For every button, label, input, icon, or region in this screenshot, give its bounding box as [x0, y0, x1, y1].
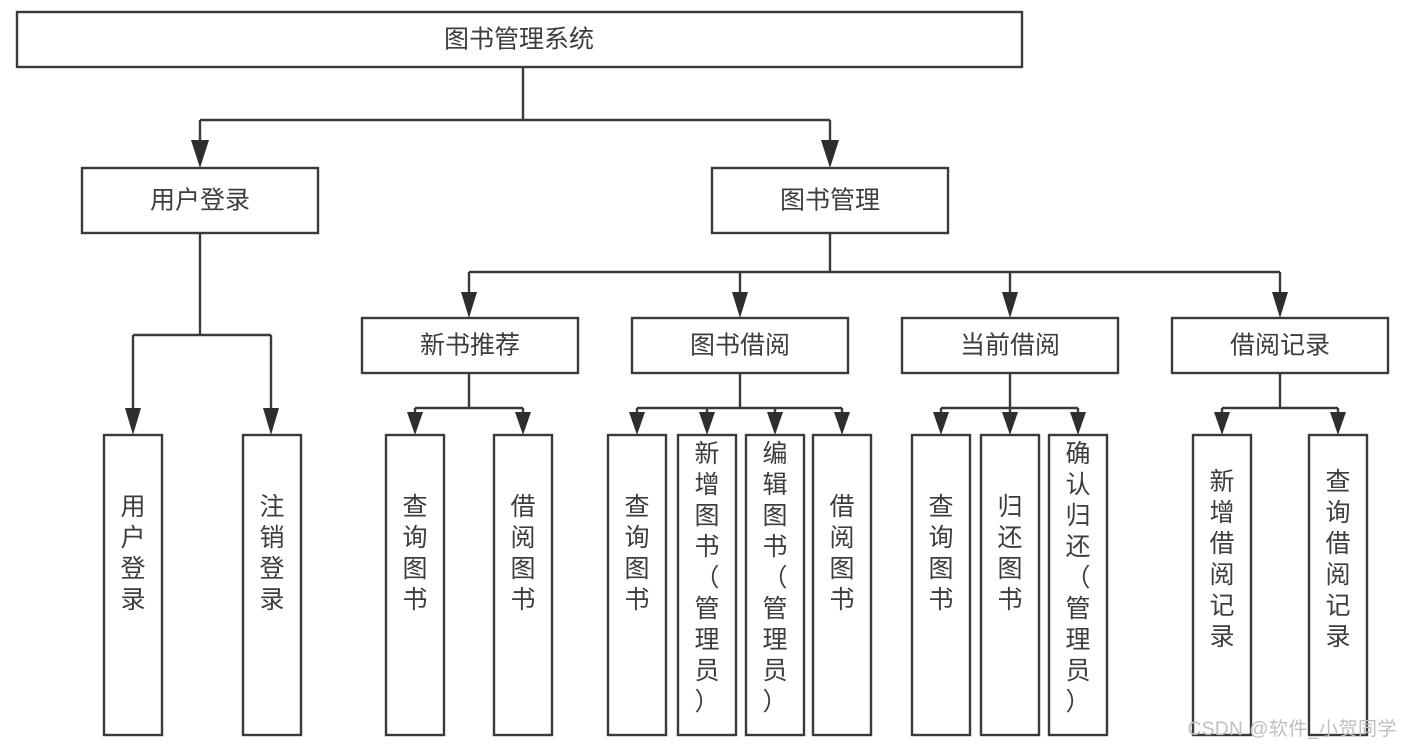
node-current-borrow-box[interactable] — [900, 316, 1120, 375]
node-user-login[interactable]: 用户登录 — [80, 166, 320, 235]
leaf-cb-return-book-box[interactable] — [979, 433, 1041, 737]
leaf-cb-return-book[interactable]: 归还图书 — [979, 433, 1041, 737]
leaf-bb-edit-book-box[interactable] — [744, 433, 806, 737]
node-borrow-records[interactable]: 借阅记录 — [1170, 316, 1390, 375]
arrowhead-bb-leaf1 — [629, 412, 645, 435]
connectors-borrow-records-to-leaves — [1214, 373, 1346, 435]
leaf-logout-box[interactable] — [241, 433, 303, 737]
arrowhead-nb-leaf1 — [407, 412, 423, 435]
node-book-borrow-box[interactable] — [630, 316, 850, 375]
node-root[interactable]: 图书管理系统 — [15, 10, 1024, 69]
node-book-borrow-label: 图书借阅 — [690, 332, 790, 360]
leaf-bb-edit-book[interactable]: 编辑图书（管理员） — [744, 433, 806, 737]
arrowhead-bb-leaf4 — [834, 412, 850, 435]
leaf-br-query-record[interactable]: 查询借阅记录 — [1307, 433, 1369, 737]
node-new-book-recommend-box[interactable] — [360, 316, 580, 375]
leaf-bb-query-book-box[interactable] — [606, 433, 668, 737]
node-book-manage-box[interactable] — [710, 166, 950, 235]
leaf-bb-add-book-box[interactable] — [676, 433, 738, 737]
arrowhead-bb-leaf3 — [767, 412, 783, 435]
leaf-nb-borrow-book-label: 借阅图书 — [510, 493, 535, 614]
arrowhead-new-book — [461, 292, 477, 318]
node-new-book-recommend-label: 新书推荐 — [420, 332, 520, 360]
node-root-box[interactable] — [15, 10, 1024, 69]
leaf-user-login-box[interactable] — [102, 433, 164, 737]
leaf-user-login-label: 用户登录 — [120, 493, 145, 614]
arrowhead-leaf-logout — [263, 408, 279, 435]
node-borrow-records-label: 借阅记录 — [1230, 332, 1330, 360]
arrowhead-bb-leaf2 — [699, 412, 715, 435]
arrowhead-user-login — [191, 140, 209, 168]
leaf-bb-query-book[interactable]: 查询图书 — [606, 433, 668, 737]
connectors-user-login-to-leaves — [125, 233, 279, 435]
leaf-nb-borrow-book[interactable]: 借阅图书 — [492, 433, 554, 737]
arrowhead-current-borrow — [1002, 292, 1018, 318]
leaf-cb-return-book-label: 归还图书 — [997, 493, 1022, 614]
arrowhead-cb-leaf2 — [1002, 412, 1018, 435]
leaf-bb-borrow-book[interactable]: 借阅图书 — [811, 433, 873, 737]
leaf-bb-add-book[interactable]: 新增图书（管理员） — [676, 433, 738, 737]
leaf-nb-query-book-label: 查询图书 — [402, 493, 427, 614]
leaf-br-add-record-box[interactable] — [1191, 433, 1253, 737]
arrowhead-borrow-records — [1272, 292, 1288, 318]
leaf-br-add-record-label: 新增借阅记录 — [1209, 468, 1234, 651]
arrowhead-cb-leaf1 — [933, 412, 949, 435]
connectors-book-borrow-to-leaves — [629, 373, 850, 435]
leaf-nb-query-book-box[interactable] — [384, 433, 446, 737]
leaf-br-query-record-label: 查询借阅记录 — [1325, 468, 1350, 651]
leaf-bb-add-book-label: 新增图书（管理员） — [694, 440, 719, 716]
node-borrow-records-box[interactable] — [1170, 316, 1390, 375]
leaf-cb-query-book[interactable]: 查询图书 — [910, 433, 972, 737]
arrowhead-cb-leaf3 — [1070, 412, 1086, 435]
leaf-logout-label: 注销登录 — [259, 493, 284, 614]
node-book-manage-label: 图书管理 — [780, 187, 880, 215]
leaf-nb-borrow-book-box[interactable] — [492, 433, 554, 737]
leaf-user-login[interactable]: 用户登录 — [102, 433, 164, 737]
arrowhead-book-borrow — [732, 292, 748, 318]
node-current-borrow-label: 当前借阅 — [960, 332, 1060, 360]
connectors-book-manage-to-level3 — [461, 233, 1288, 318]
node-current-borrow[interactable]: 当前借阅 — [900, 316, 1120, 375]
arrowhead-leaf-user-login — [125, 408, 141, 435]
arrowhead-br-leaf2 — [1330, 412, 1346, 435]
leaf-br-query-record-box[interactable] — [1307, 433, 1369, 737]
csdn-watermark: CSDN @软件_小贺同学 — [1187, 719, 1397, 740]
connectors-current-borrow-to-leaves — [933, 373, 1086, 435]
leaf-cb-query-book-box[interactable] — [910, 433, 972, 737]
node-book-manage[interactable]: 图书管理 — [710, 166, 950, 235]
leaf-bb-edit-book-label: 编辑图书（管理员） — [762, 440, 787, 716]
arrowhead-nb-leaf2 — [515, 412, 531, 435]
leaf-cb-confirm-return-label: 确认归还（管理员） — [1065, 440, 1090, 716]
leaf-cb-confirm-return-box[interactable] — [1047, 433, 1109, 737]
arrowhead-br-leaf1 — [1214, 412, 1230, 435]
leaf-cb-confirm-return[interactable]: 确认归还（管理员） — [1047, 433, 1109, 737]
leaf-bb-query-book-label: 查询图书 — [624, 493, 649, 614]
leaf-br-add-record[interactable]: 新增借阅记录 — [1191, 433, 1253, 737]
node-user-login-label: 用户登录 — [150, 187, 250, 215]
connectors-root-to-level2 — [191, 67, 839, 168]
node-new-book-recommend[interactable]: 新书推荐 — [360, 316, 580, 375]
leaf-bb-borrow-book-label: 借阅图书 — [829, 493, 854, 614]
node-user-login-box[interactable] — [80, 166, 320, 235]
arrowhead-book-manage — [821, 140, 839, 168]
leaf-nb-query-book[interactable]: 查询图书 — [384, 433, 446, 737]
leaf-bb-borrow-book-box[interactable] — [811, 433, 873, 737]
leaf-logout[interactable]: 注销登录 — [241, 433, 303, 737]
node-root-label: 图书管理系统 — [444, 26, 594, 54]
leaf-cb-query-book-label: 查询图书 — [928, 493, 953, 614]
node-book-borrow[interactable]: 图书借阅 — [630, 316, 850, 375]
connectors-new-book-to-leaves — [407, 373, 531, 435]
